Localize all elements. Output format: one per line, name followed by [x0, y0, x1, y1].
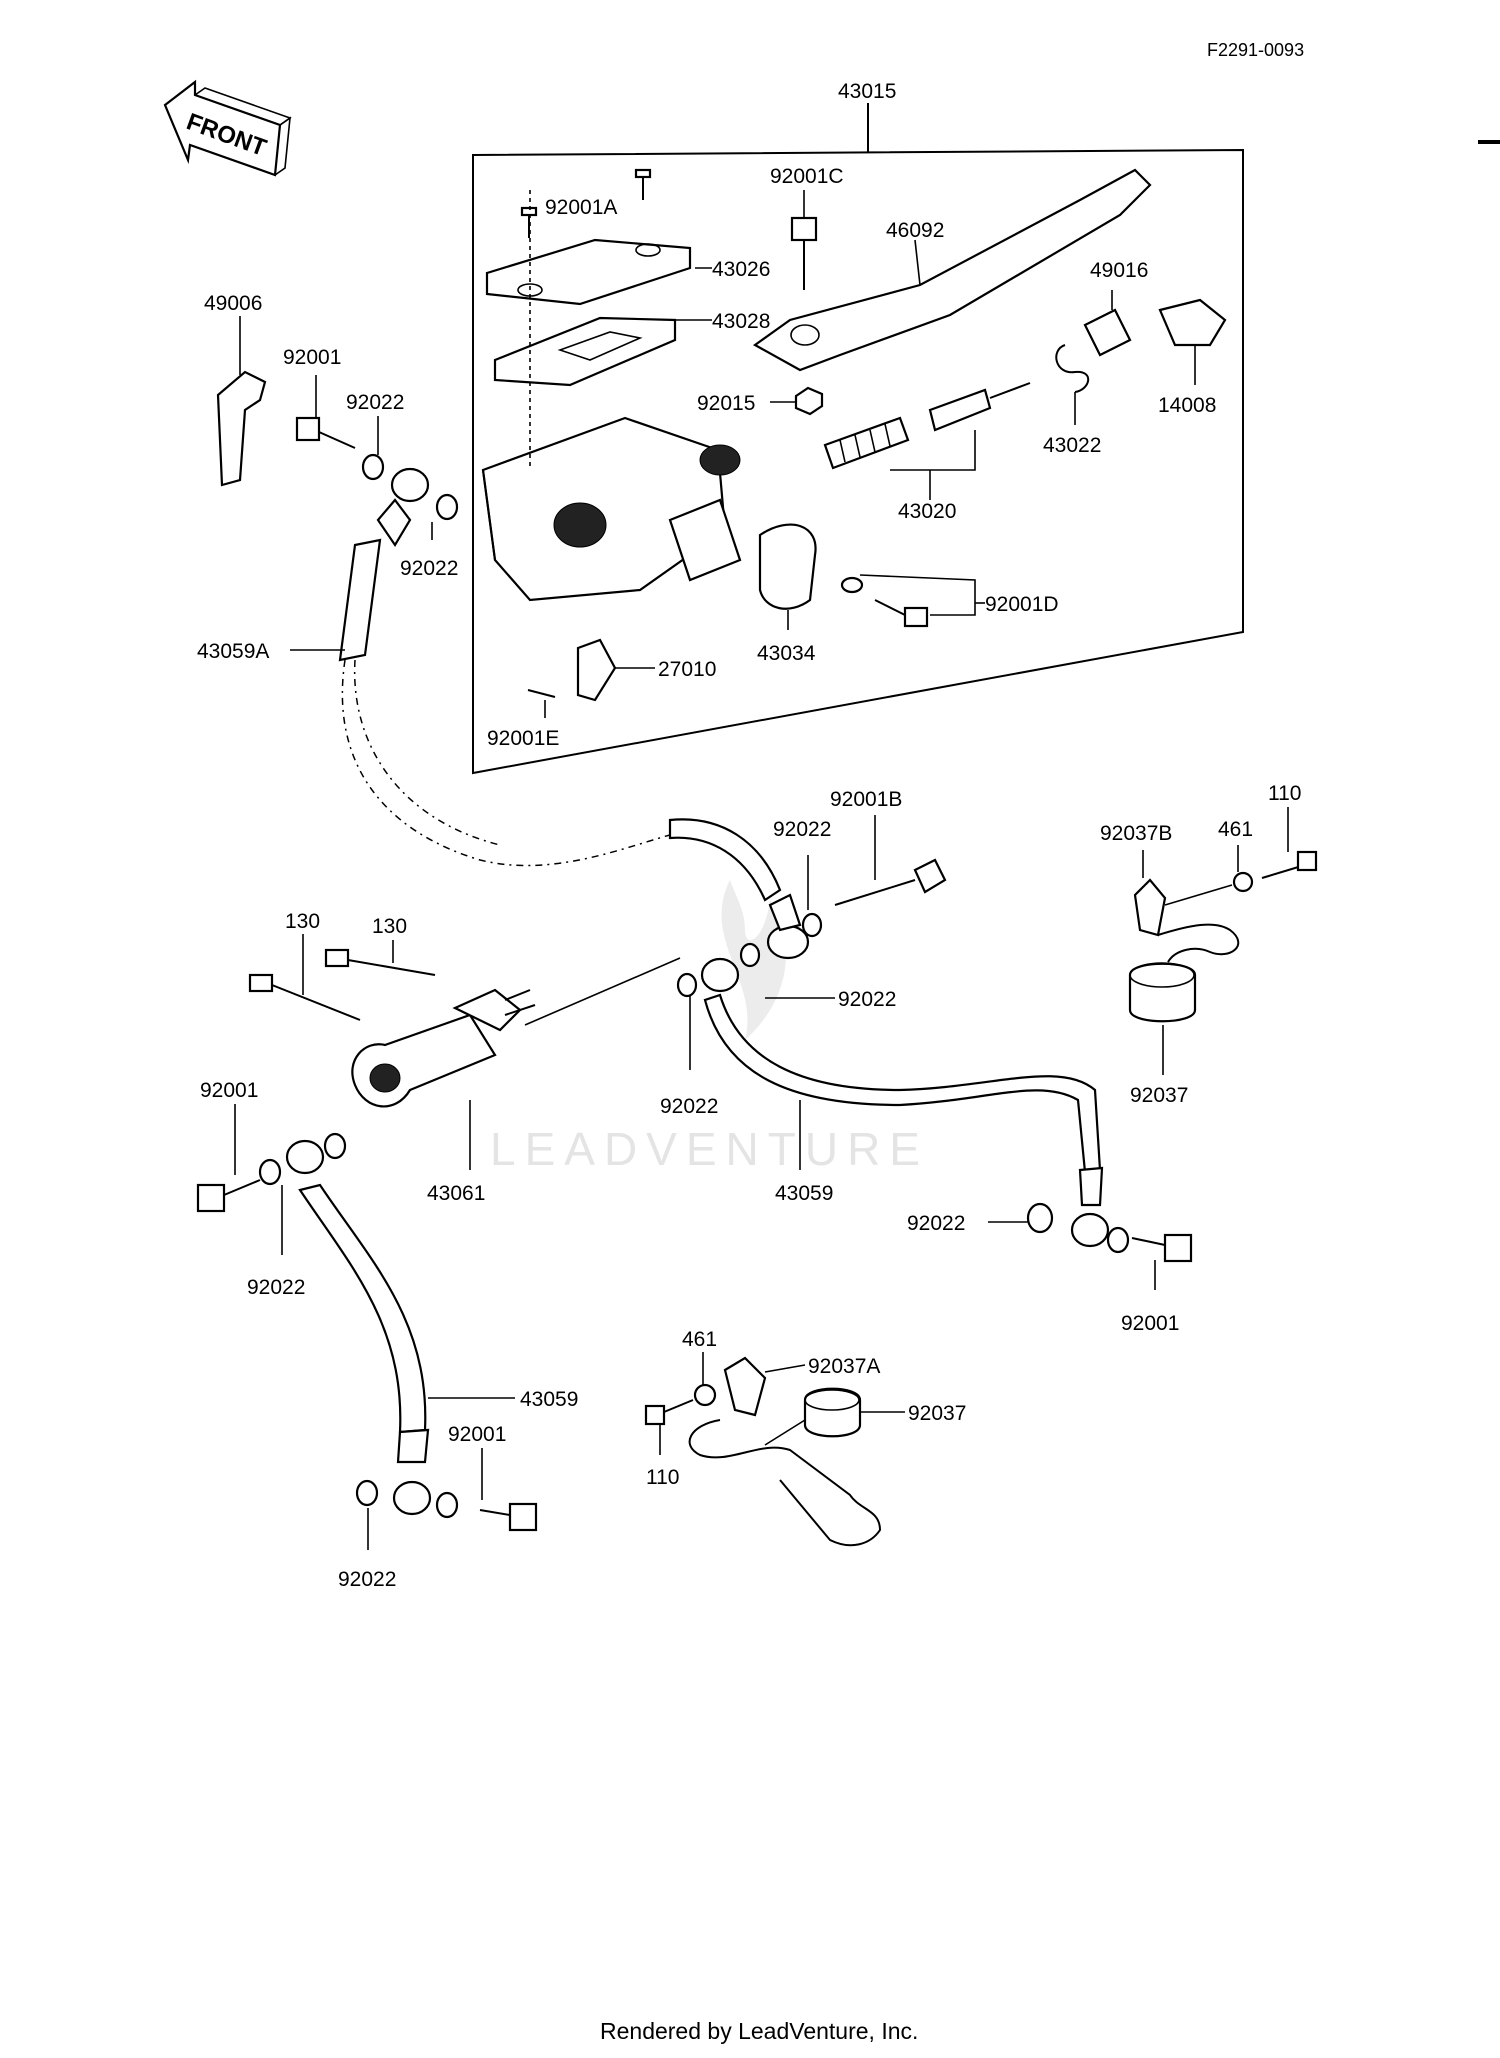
clamp-43034-icon — [758, 523, 817, 630]
callout-92001d: 92001D — [985, 593, 1059, 616]
banjo-bolt-92001-low-icon — [479, 1448, 538, 1532]
washer-92022-top-a-icon — [361, 416, 385, 481]
callout-43028: 43028 — [712, 310, 770, 333]
callout-92022-right: 92022 — [907, 1212, 965, 1235]
washer-92022-mid-a-icon — [801, 855, 823, 938]
callout-49016: 49016 — [1090, 259, 1148, 282]
bracket-92037b-icon — [1133, 850, 1240, 963]
banjo-bolt-92001-top-icon — [295, 375, 356, 449]
callout-43059-low: 43059 — [520, 1388, 578, 1411]
callout-92037-top: 92037 — [1130, 1084, 1188, 1107]
callout-14008: 14008 — [1158, 394, 1216, 417]
bracket-92037a-icon — [688, 1356, 882, 1547]
callout-92001-top: 92001 — [283, 346, 341, 369]
callout-92022-low: 92022 — [338, 1568, 396, 1591]
callout-43034: 43034 — [757, 642, 816, 665]
callout-46092: 46092 — [886, 219, 944, 242]
brake-switch-27010-icon — [576, 638, 655, 702]
callout-92001a: 92001A — [545, 196, 617, 219]
callout-43020: 43020 — [898, 500, 956, 523]
reservoir-cap-43026-icon — [485, 238, 712, 306]
callout-49006: 49006 — [204, 292, 262, 315]
bolt-110-top-icon — [1261, 807, 1318, 879]
callout-43059a: 43059A — [197, 640, 269, 663]
boot-cap-14008-icon — [1158, 298, 1227, 385]
brake-joint-43061-icon — [351, 957, 681, 1170]
diaphragm-43028-icon — [493, 316, 712, 387]
clamp-bolt-92001d-icon — [840, 574, 985, 628]
front-arrow-icon: FRONT — [163, 79, 292, 177]
figure-code: F2291-0093 — [1207, 40, 1304, 60]
washer-461-low-icon — [693, 1352, 717, 1407]
banjo-fitting-mid-icon — [676, 942, 835, 1070]
banjo-bolt-92001-right-icon — [1131, 1233, 1193, 1290]
callout-43022: 43022 — [1043, 434, 1101, 457]
bolt-110-low-icon — [644, 1399, 694, 1455]
callout-110-top: 110 — [1268, 782, 1301, 805]
grommet-92037-low-icon — [764, 1387, 905, 1446]
banjo-bolt-92001-left-icon — [196, 1104, 261, 1213]
screw-92001a-icon — [520, 168, 652, 238]
banjo-cover-49006-icon — [216, 316, 267, 487]
washer-92022-low-icon — [355, 1479, 459, 1550]
bleeder-bolt-92001b-icon — [834, 815, 947, 906]
callout-27010: 27010 — [658, 658, 716, 681]
callout-92022-left: 92022 — [247, 1276, 305, 1299]
callout-461-low: 461 — [682, 1328, 717, 1351]
callout-461-top: 461 — [1218, 818, 1253, 841]
hose-junction-icon — [668, 818, 810, 960]
nut-92015-icon — [770, 386, 824, 416]
callout-43059-mid: 43059 — [775, 1182, 833, 1205]
footer-credit: Rendered by LeadVenture, Inc. — [600, 2018, 918, 2044]
callout-92022-top-b: 92022 — [400, 557, 458, 580]
callout-92001-left: 92001 — [200, 1079, 258, 1102]
callout-130-b: 130 — [372, 915, 407, 938]
callout-92022-top-a: 92022 — [346, 391, 404, 414]
callout-92037b: 92037B — [1100, 822, 1172, 845]
callout-92015: 92015 — [697, 392, 755, 415]
pivot-bolt-92001c-icon — [790, 190, 818, 290]
brake-hose-43059a-icon — [290, 467, 691, 867]
callout-92022-mid-b: 92022 — [838, 988, 896, 1011]
washer-92022-right-icon — [988, 1202, 1130, 1254]
washer-92022-top-b-icon — [431, 493, 459, 540]
callout-92001-low: 92001 — [448, 1423, 506, 1446]
callout-43015: 43015 — [838, 80, 896, 103]
dust-boot-49016-icon — [1083, 290, 1132, 357]
washer-461-top-icon — [1232, 845, 1254, 893]
callout-92037-low: 92037 — [908, 1402, 966, 1425]
callout-92037a: 92037A — [808, 1355, 880, 1378]
brake-hose-43059-low-icon — [285, 1139, 515, 1516]
callout-92001e: 92001E — [487, 727, 559, 750]
screw-92001e-icon — [527, 689, 556, 718]
bolt-130-b-icon — [324, 940, 436, 976]
bolt-130-a-icon — [248, 934, 361, 1021]
callout-130-a: 130 — [285, 910, 320, 933]
watermark-text: LEADVENTURE — [490, 1123, 929, 1175]
piston-kit-43020-icon — [823, 382, 1031, 500]
master-cylinder-assembly-box: 43015 — [472, 80, 1244, 775]
callout-43061: 43061 — [427, 1182, 485, 1205]
callout-92001-right: 92001 — [1121, 1312, 1179, 1335]
washer-92022-left-icon — [258, 1132, 347, 1255]
callout-92001c: 92001C — [770, 165, 844, 188]
edge-mark — [1478, 140, 1500, 144]
brake-lever-46092-icon — [752, 168, 1152, 372]
watermark: LEADVENTURE — [490, 880, 929, 1175]
grommet-92037-top-icon — [1128, 962, 1197, 1075]
callout-92022-mid-c: 92022 — [660, 1095, 718, 1118]
brake-hose-43059-mid-icon — [703, 993, 1110, 1248]
callout-92001b: 92001B — [830, 788, 902, 811]
callout-110-low: 110 — [646, 1466, 679, 1489]
callout-43026: 43026 — [712, 258, 770, 281]
clip-43022-icon — [1055, 344, 1090, 425]
master-cylinder-body-icon — [481, 190, 742, 602]
callout-92022-mid-a: 92022 — [773, 818, 831, 841]
